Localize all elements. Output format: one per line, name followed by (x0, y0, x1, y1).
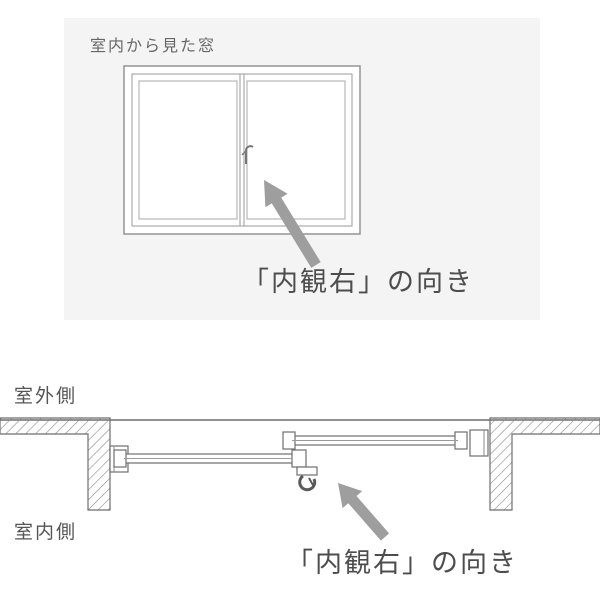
exterior-sash-section (282, 431, 468, 450)
window-elevation-drawing (123, 65, 361, 268)
outdoor-side-label: 室外側 (14, 386, 78, 407)
crescent-lock-icon (241, 145, 254, 164)
orientation-caption-bottom: 「内観右」の向き (286, 548, 518, 578)
interior-view-panel: 室内から見た窓 「内観右」の向き (64, 18, 540, 320)
interior-view-title: 室内から見た窓 (90, 38, 217, 55)
window-frame (123, 65, 361, 235)
right-wall-hatch (489, 417, 600, 511)
left-wall-hatch (0, 417, 111, 511)
crescent-lock-section-icon (296, 466, 318, 492)
cross-section-drawing (0, 417, 600, 541)
orientation-caption-top: 「内観右」の向き (242, 267, 474, 297)
interior-sash-section (113, 449, 307, 468)
pointer-arrow-icon (264, 180, 321, 268)
right-frame-jamb (469, 429, 489, 457)
indoor-side-label: 室内側 (14, 522, 78, 543)
pointer-arrow-icon (338, 483, 390, 541)
left-sash (131, 73, 245, 227)
